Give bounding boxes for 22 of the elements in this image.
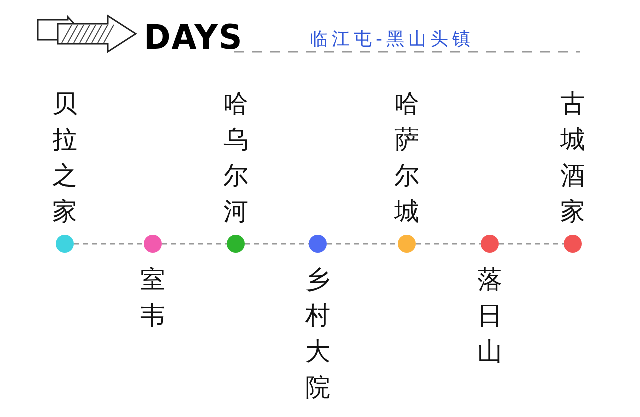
timeline-dot: [398, 235, 416, 253]
dashed-connector: [162, 243, 227, 245]
place-name: 哈乌尔河: [223, 88, 249, 228]
place-name: 落日山: [477, 264, 503, 368]
dashed-connector: [327, 243, 398, 245]
title: DAYS: [144, 18, 244, 58]
timeline-dot: [144, 235, 162, 253]
timeline-dot: [227, 235, 245, 253]
dashed-connector: [499, 243, 564, 245]
dashed-connector: [416, 243, 481, 245]
place-name: 乡村大院: [305, 264, 331, 404]
place-name: 贝拉之家: [52, 88, 78, 228]
timeline-dot: [309, 235, 327, 253]
timeline-dot: [481, 235, 499, 253]
place-name: 哈萨尔城: [394, 88, 420, 228]
dashed-connector: [245, 243, 309, 245]
route-subtitle: 临江屯-黑山头镇: [310, 28, 474, 51]
timeline-dot: [564, 235, 582, 253]
place-name: 室韦: [140, 264, 166, 332]
dashed-connector: [74, 243, 144, 245]
place-name: 古城酒家: [560, 88, 586, 228]
timeline-dot: [56, 235, 74, 253]
